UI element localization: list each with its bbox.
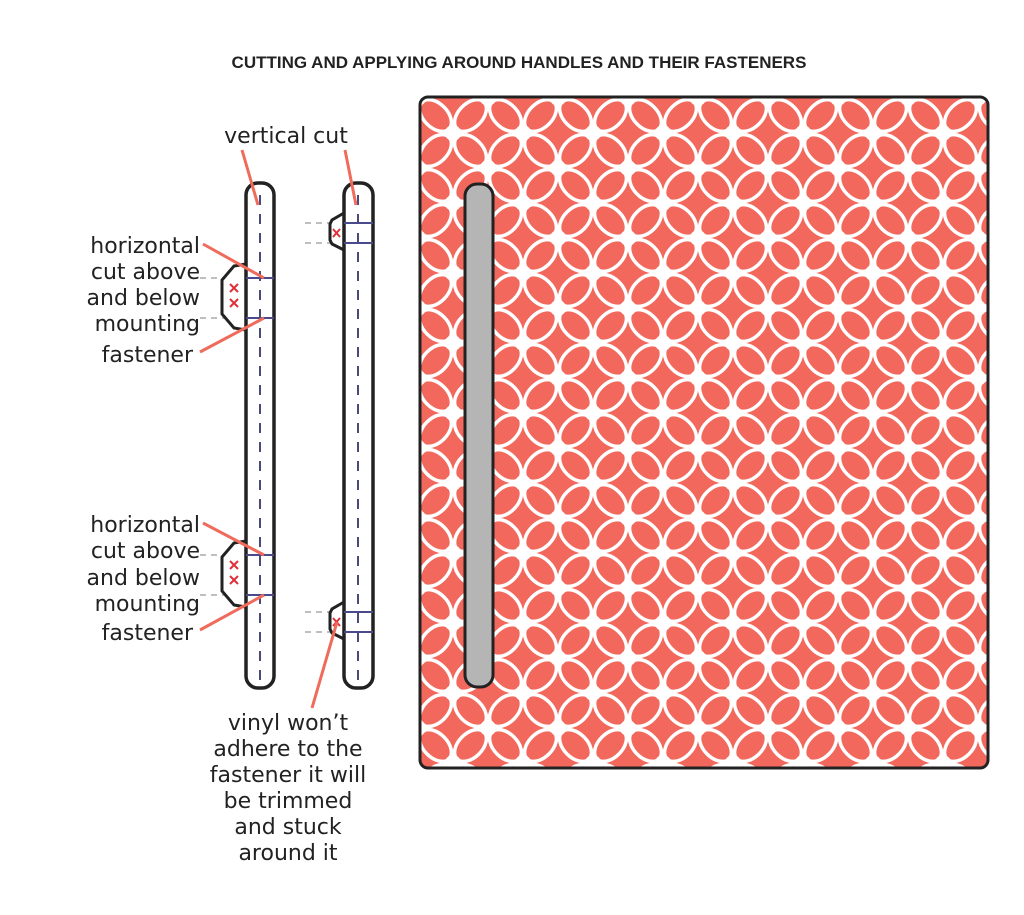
label-line: fastener [102, 621, 194, 646]
label-line: and below [87, 566, 200, 591]
vinyl-note-label: vinyl won’t adhere to the fastener it wi… [210, 711, 366, 866]
label-line: and stuck [234, 815, 342, 840]
label-line: cut above [91, 539, 200, 564]
label-line: vinyl won’t [228, 711, 349, 736]
label-line: adhere to the [213, 737, 362, 762]
label-line: horizontal [90, 513, 200, 538]
vinyl-pattern [418, 95, 990, 770]
label-line: horizontal [90, 234, 200, 259]
label-line: cut above [91, 260, 200, 285]
handle-front-view [200, 181, 276, 690]
label-line: mounting [95, 592, 200, 617]
upper-mount [220, 262, 247, 332]
label-line: mounting [95, 312, 200, 337]
lower-mount [220, 539, 247, 609]
label-line: fastener it will [210, 763, 366, 788]
vertical-cut-label: vertical cut [224, 124, 348, 149]
label-line: and below [87, 286, 200, 311]
handle-side-view [305, 181, 375, 690]
label-line: around it [238, 841, 337, 866]
label-line: be trimmed [224, 789, 353, 814]
door-handle [463, 182, 495, 689]
diagram-title: CUTTING AND APPLYING AROUND HANDLES AND … [232, 53, 807, 72]
label-line: fastener [102, 343, 194, 368]
leader-lines [199, 149, 358, 709]
horizontal-cut-label-lower: horizontal cut above and below mounting … [87, 513, 200, 646]
door-panel [418, 95, 990, 770]
fastener-x-icons [229, 283, 239, 585]
horizontal-cut-label-upper: horizontal cut above and below mounting … [87, 234, 200, 368]
